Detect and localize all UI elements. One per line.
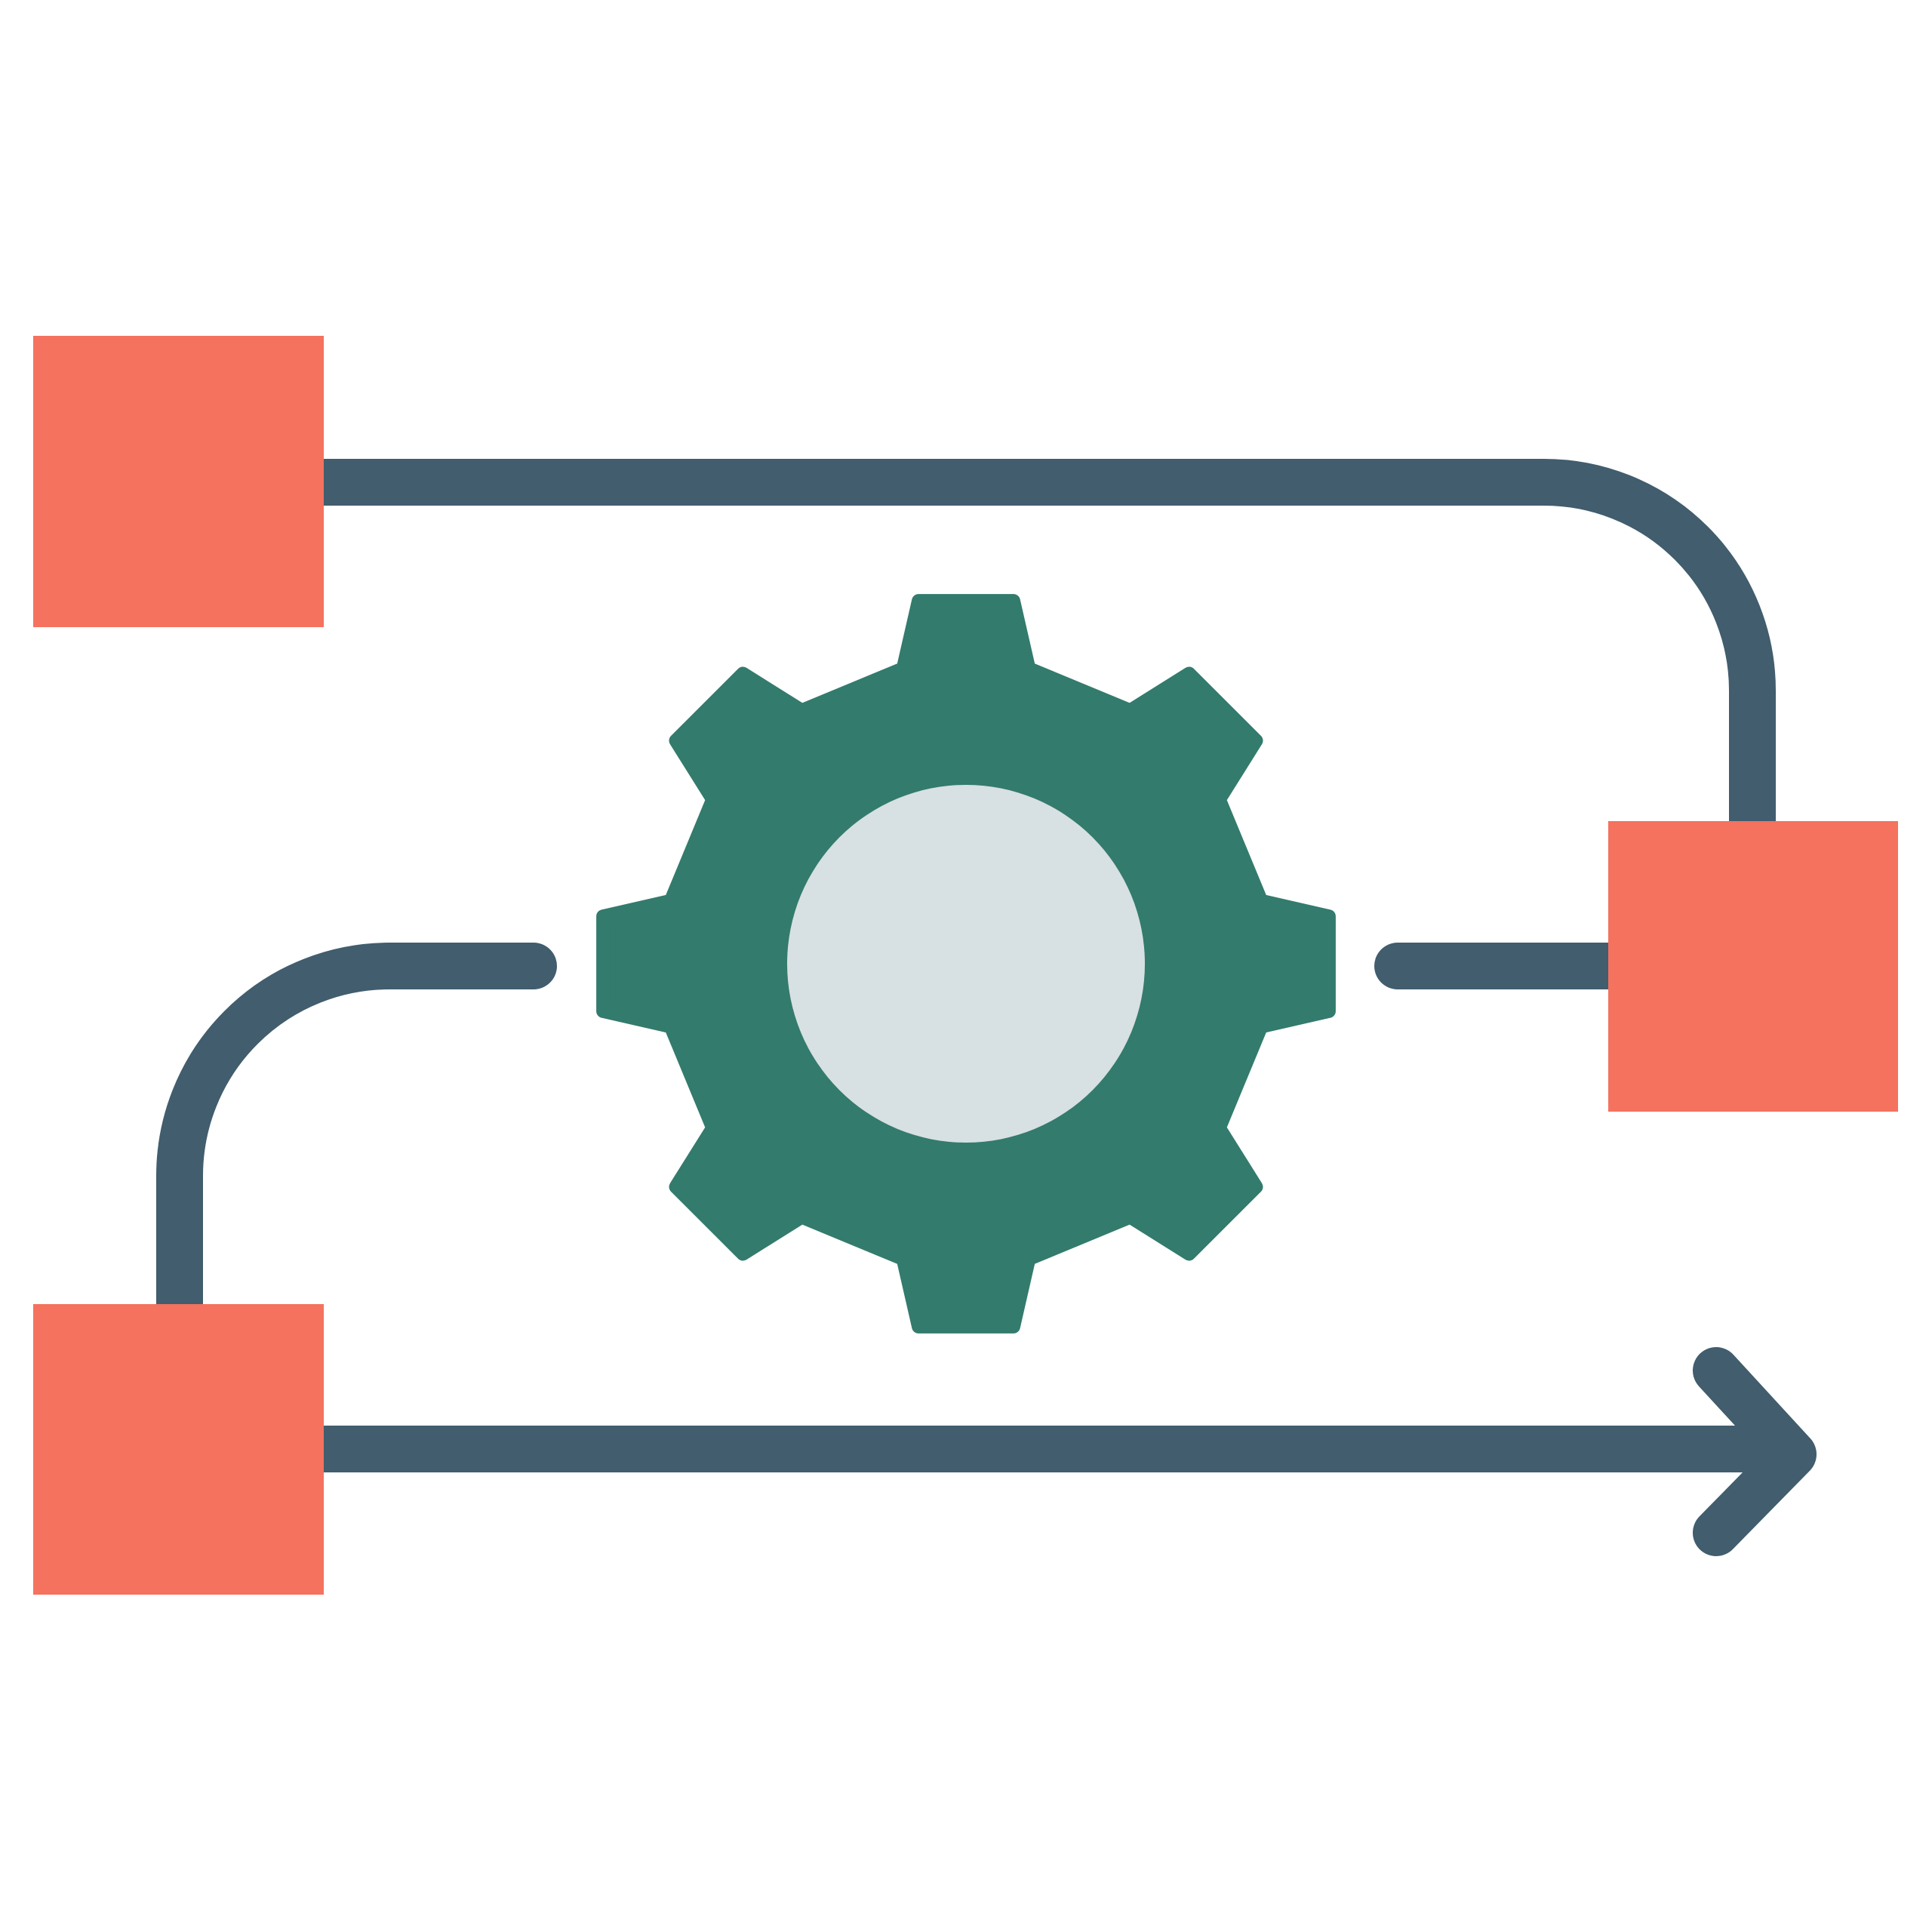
connector-top-to-right <box>294 459 1776 854</box>
connector-gear-to-bottom-left <box>156 943 557 1337</box>
box-right <box>1608 821 1898 1112</box>
box-top-left <box>33 336 324 627</box>
gear-center-circle <box>787 785 1145 1143</box>
box-bottom-left <box>33 1304 324 1595</box>
arrow-head-icon <box>1693 1347 1817 1556</box>
